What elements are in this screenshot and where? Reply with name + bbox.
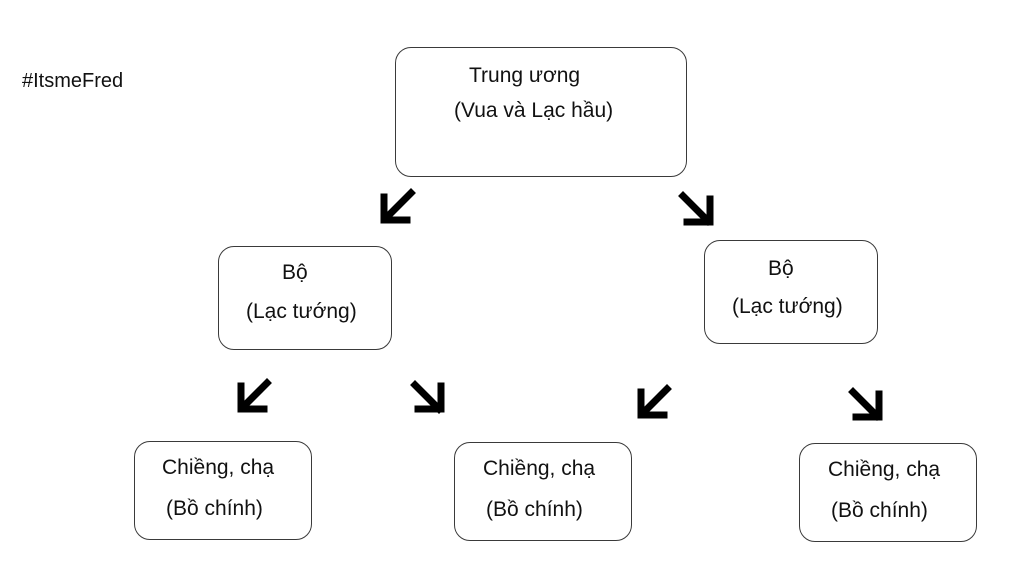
node-chieng-cha-3: Chiềng, chạ (Bồ chính): [799, 443, 977, 542]
node-title: Chiềng, chạ: [162, 456, 275, 479]
node-title: Chiềng, chạ: [828, 458, 941, 481]
node-subtitle: (Lạc tướng): [732, 295, 843, 318]
arrow-down-left-icon: [637, 384, 672, 419]
arrow-down-right-icon: [410, 380, 445, 414]
node-subtitle: (Bồ chính): [831, 499, 928, 522]
node-bo-left: Bộ (Lạc tướng): [218, 246, 392, 350]
node-chieng-cha-2: Chiềng, chạ (Bồ chính): [454, 442, 632, 541]
node-title: Bộ: [768, 257, 794, 280]
node-title: Trung ương: [469, 64, 581, 87]
node-title: Chiềng, chạ: [483, 457, 596, 480]
arrow-down-right-icon: [848, 387, 883, 421]
watermark-text: #ItsmeFred: [22, 70, 124, 92]
node-subtitle: (Bồ chính): [486, 498, 583, 521]
arrow-down-left-icon: [237, 378, 272, 413]
arrow-down-right-icon: [678, 191, 714, 226]
node-subtitle: (Bồ chính): [166, 497, 263, 520]
node-trung-uong: Trung ương (Vua và Lạc hầu): [395, 47, 687, 177]
node-subtitle: (Vua và Lạc hầu): [454, 99, 614, 122]
node-bo-right: Bộ (Lạc tướng): [704, 240, 878, 344]
node-chieng-cha-1: Chiềng, chạ (Bồ chính): [134, 441, 312, 540]
arrow-down-left-icon: [380, 188, 416, 224]
node-title: Bộ: [282, 261, 308, 284]
node-subtitle: (Lạc tướng): [246, 300, 357, 323]
